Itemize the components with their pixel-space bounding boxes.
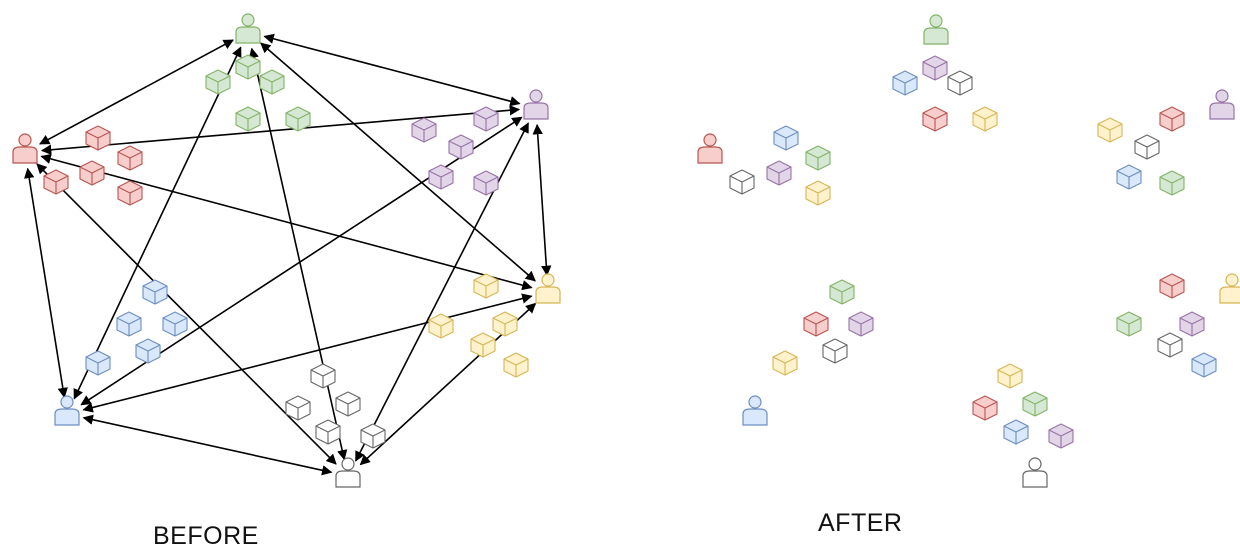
cube-icon: [315, 419, 341, 445]
cube-icon: [772, 350, 798, 376]
cube-icon: [773, 125, 799, 151]
before-data-blocks: [43, 54, 529, 449]
cube-icon: [803, 311, 829, 337]
cube-icon: [1157, 332, 1183, 358]
cube-icon: [142, 279, 168, 305]
cube-icon: [492, 311, 518, 337]
connection-arrows: [24, 33, 552, 476]
cube-icon: [117, 145, 143, 171]
cube-icon: [79, 160, 105, 186]
connection-purple-red: [40, 105, 521, 155]
cube-icon: [1134, 134, 1160, 160]
cube-icon: [116, 311, 142, 337]
cube-icon: [448, 134, 474, 160]
cluster-blue: [742, 279, 874, 426]
cube-icon: [997, 363, 1023, 389]
person-icon-purple: [1209, 89, 1235, 120]
cube-icon: [235, 106, 261, 132]
cluster-gray: [972, 363, 1074, 488]
cube-icon: [892, 70, 918, 96]
cube-icon: [473, 273, 499, 299]
cube-icon: [1159, 106, 1185, 132]
cube-icon: [1179, 311, 1205, 337]
person-icon-gray: [335, 457, 361, 488]
cube-icon: [922, 55, 948, 81]
cube-icon: [473, 170, 499, 196]
cube-icon: [1116, 164, 1142, 190]
cube-icon: [117, 180, 143, 206]
before-caption: BEFORE: [153, 522, 259, 550]
cube-icon: [135, 338, 161, 364]
person-icon-green: [235, 13, 261, 44]
cluster-purple: [1097, 89, 1235, 196]
after-caption: AFTER: [818, 509, 903, 537]
person-icon-green: [923, 14, 949, 45]
cube-icon: [285, 395, 311, 421]
cube-icon: [947, 70, 973, 96]
cube-icon: [1159, 170, 1185, 196]
cube-icon: [235, 54, 261, 80]
connection-red-yellow: [40, 153, 533, 291]
person-icon-gray: [1022, 457, 1048, 488]
person-icon-yellow: [1219, 273, 1240, 304]
cube-icon: [822, 338, 848, 364]
cube-icon: [922, 106, 948, 132]
person-icon-blue: [54, 395, 80, 426]
connection-red-gray: [36, 163, 337, 465]
cube-icon: [1159, 273, 1185, 299]
cube-icon: [310, 363, 336, 389]
cube-icon: [829, 279, 855, 305]
cluster-yellow: [1116, 273, 1240, 378]
cube-icon: [411, 117, 437, 143]
person-icon-red: [12, 133, 38, 164]
cube-icon: [360, 423, 386, 449]
cube-icon: [1191, 352, 1217, 378]
person-icon-red: [697, 133, 723, 164]
cube-icon: [766, 160, 792, 186]
cube-icon: [259, 69, 285, 95]
cluster-red: [697, 125, 831, 206]
cube-icon: [162, 311, 188, 337]
person-icon-purple: [523, 89, 549, 120]
connection-green-purple: [263, 33, 521, 107]
after-panel: [697, 14, 1240, 488]
cube-icon: [85, 125, 111, 151]
connection-blue-gray: [82, 414, 333, 476]
cube-icon: [805, 145, 831, 171]
cube-icon: [285, 106, 311, 132]
cube-icon: [729, 169, 755, 195]
connection-purple-yellow: [532, 123, 552, 277]
cube-icon: [1003, 419, 1029, 445]
person-icon-blue: [742, 395, 768, 426]
cube-icon: [1097, 117, 1123, 143]
cluster-green: [892, 14, 998, 132]
cube-icon: [503, 352, 529, 378]
cube-icon: [43, 169, 69, 195]
cube-icon: [428, 164, 454, 190]
cube-icon: [85, 350, 111, 376]
cube-icon: [470, 332, 496, 358]
cube-icon: [805, 180, 831, 206]
before-people: [12, 13, 561, 488]
connection-green-red: [39, 39, 234, 145]
person-icon-yellow: [535, 273, 561, 304]
cube-icon: [1022, 391, 1048, 417]
connection-green-yellow: [260, 42, 536, 282]
cube-icon: [1048, 423, 1074, 449]
connection-red-blue: [24, 167, 68, 399]
cube-icon: [205, 69, 231, 95]
cube-icon: [848, 311, 874, 337]
cube-icon: [1116, 311, 1142, 337]
cube-icon: [428, 313, 454, 339]
cube-icon: [473, 106, 499, 132]
before-panel: [12, 13, 561, 488]
cube-icon: [972, 395, 998, 421]
cube-icon: [335, 391, 361, 417]
cube-icon: [972, 106, 998, 132]
